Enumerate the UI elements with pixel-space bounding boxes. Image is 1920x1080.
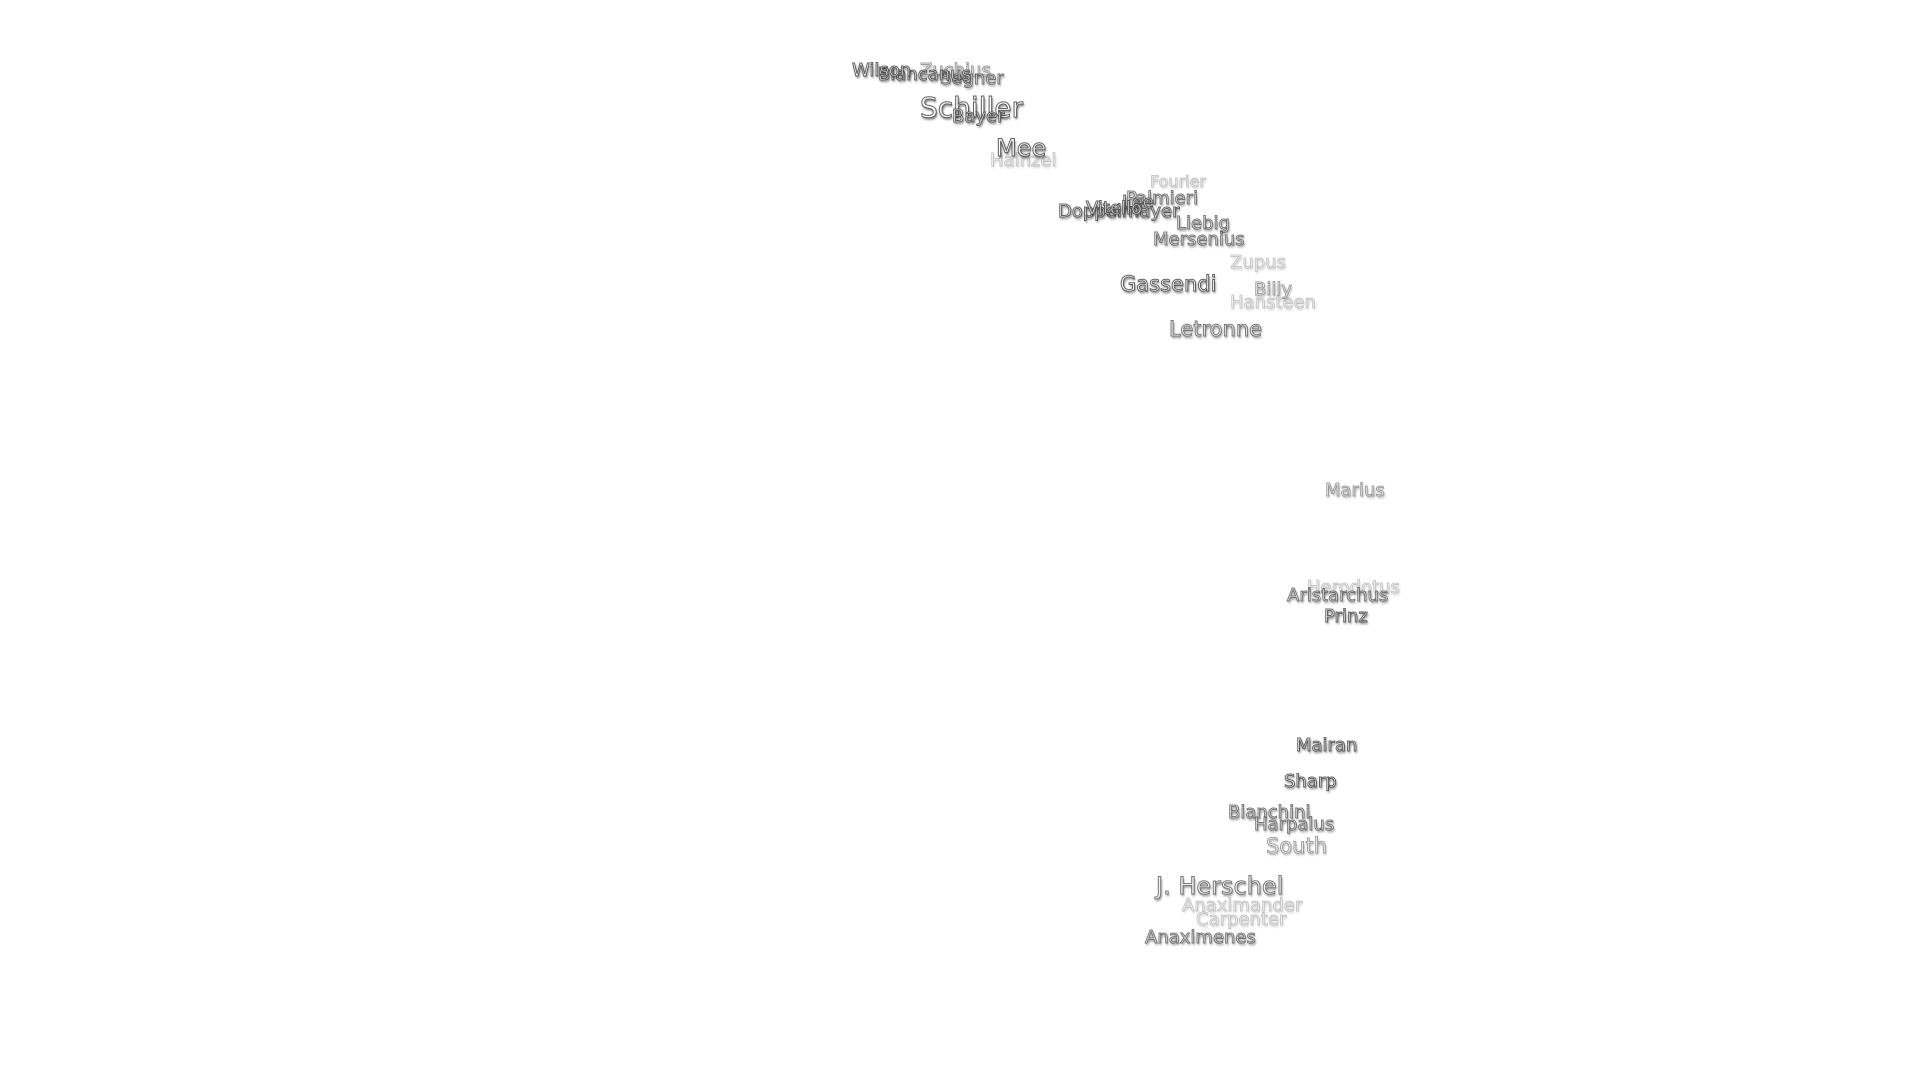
crater-label-fourier[interactable]: Fourier [1149,172,1207,191]
crater-label-doppelmayer[interactable]: Doppelmayer [1058,201,1180,222]
crater-label-blancanus[interactable]: Blancanus [878,64,972,85]
crater-label-palmieri[interactable]: Palmieri [1125,188,1199,209]
crater-label-anaximenes[interactable]: Anaximenes [1145,927,1257,948]
crater-label-gassendi[interactable]: Gassendi [1119,272,1217,296]
crater-label-zuchius[interactable]: Zuchius [920,60,992,81]
crater-label-marius[interactable]: Marius [1325,480,1386,501]
crater-label-prinz[interactable]: Prinz [1324,606,1369,627]
crater-label-bianchini[interactable]: Bianchini [1228,802,1312,823]
crater-label-mee[interactable]: Mee [995,134,1047,162]
crater-label-aristarchus[interactable]: Aristarchus [1286,585,1389,606]
crater-label-mairan[interactable]: Mairan [1295,735,1358,756]
crater-label-letronne[interactable]: Letronne [1168,317,1263,341]
crater-label-sharp[interactable]: Sharp [1284,771,1338,792]
crater-label-zupus[interactable]: Zupus [1230,252,1287,273]
crater-label-schiller[interactable]: Schiller [920,91,1024,124]
crater-label-liebig[interactable]: Liebig [1176,213,1231,234]
crater-label-carpenter[interactable]: Carpenter [1195,909,1287,930]
crater-label-lee[interactable]: Lee [1122,192,1155,213]
crater-label-bayer[interactable]: Bayer [952,106,1006,127]
crater-label-herodotus[interactable]: Herodotus [1307,577,1401,598]
crater-label-hansteen[interactable]: Hansteen [1230,292,1317,313]
crater-label-wilson[interactable]: Wilson [851,60,912,81]
crater-label-billy[interactable]: Billy [1253,279,1293,300]
crater-label-segner[interactable]: Segner [940,68,1005,89]
crater-label-anaximander[interactable]: Anaximander [1181,895,1303,916]
crater-label-south[interactable]: South [1265,834,1328,858]
crater-label-vitello[interactable]: Vitello [1085,198,1143,219]
crater-label-harpalus[interactable]: Harpalus [1253,814,1335,835]
crater-label-mersenius[interactable]: Mersenius [1153,229,1246,250]
crater-label-hainzel[interactable]: Hainzel [990,150,1057,171]
crater-label-j-herschel[interactable]: J. Herschel [1155,872,1284,900]
